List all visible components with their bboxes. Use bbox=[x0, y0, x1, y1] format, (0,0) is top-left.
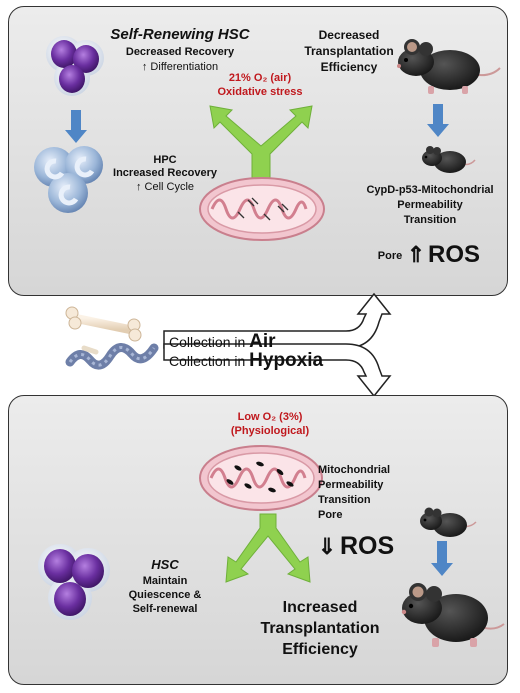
hsc-differentiation: ↑ Differentiation bbox=[141, 61, 219, 73]
low-oxygen-label: Low O₂ (3%) bbox=[237, 411, 303, 423]
mouse-decrease-arrow bbox=[427, 104, 449, 137]
transition-label: Transition bbox=[403, 214, 457, 226]
efficiency-label: Efficiency bbox=[320, 60, 378, 74]
mouse-increase-arrow bbox=[431, 541, 453, 576]
small-mouse-icon bbox=[422, 146, 476, 173]
air-oxygen-label: 21% O₂ (air) bbox=[228, 72, 292, 84]
hpc-cell-cycle: ↑ Cell Cycle bbox=[135, 181, 195, 193]
increased-label: Increased bbox=[282, 599, 358, 616]
hpc-cell-icon bbox=[34, 146, 103, 213]
transition-label: Transition bbox=[318, 494, 371, 506]
ros-down-arrow: ⇓ bbox=[317, 534, 337, 559]
collection-hypoxia-label: Collection in Hypoxia bbox=[169, 350, 324, 371]
transplantation-label: Transplantation bbox=[304, 44, 394, 58]
hsc-title: Self-Renewing HSC bbox=[110, 26, 250, 43]
physiological-label: (Physiological) bbox=[230, 425, 310, 437]
hsc-to-hpc-arrow bbox=[65, 110, 87, 143]
small-mouse-icon bbox=[420, 507, 477, 537]
permeability-label: Permeability bbox=[318, 479, 384, 491]
oxidative-stress-label: Oxidative stress bbox=[217, 86, 303, 98]
green-split-arrow bbox=[209, 105, 313, 181]
mouse-icon bbox=[401, 583, 505, 647]
quiescence-label: Quiescence & bbox=[128, 589, 202, 601]
hsc-decreased-recovery: Decreased Recovery bbox=[125, 46, 235, 58]
pore-label: Pore bbox=[318, 509, 343, 521]
mitochondrion-icon bbox=[199, 177, 325, 241]
decreased-label: Decreased bbox=[318, 28, 380, 42]
hpc-increased-recovery: Increased Recovery bbox=[113, 167, 217, 179]
permeability-label: Permeability bbox=[397, 199, 463, 211]
hsc-cell-icon bbox=[46, 36, 104, 96]
collection-arrows bbox=[163, 292, 392, 398]
hpc-title: HPC bbox=[153, 154, 177, 166]
efficiency-label: Efficiency bbox=[282, 641, 358, 658]
hsc-title: HSC bbox=[151, 557, 179, 572]
mito-label: Mitochondrial bbox=[318, 464, 391, 476]
mouse-icon bbox=[397, 39, 501, 94]
pore-label: Pore bbox=[377, 250, 403, 262]
bone-icon bbox=[65, 306, 159, 370]
ros-decrease-label: ROS bbox=[340, 532, 395, 560]
mitochondrion-icon bbox=[199, 445, 323, 511]
ros-up-arrow: ⇑ bbox=[406, 242, 426, 267]
cypd-label: CypD-p53-Mitochondrial bbox=[366, 184, 494, 196]
hsc-cell-icon bbox=[38, 544, 110, 620]
transplantation-label: Transplantation bbox=[260, 620, 380, 637]
maintain-label: Maintain bbox=[142, 575, 188, 587]
self-renewal-label: Self-renewal bbox=[132, 603, 198, 615]
collection-air-label: Collection in Air bbox=[169, 331, 276, 352]
green-split-arrow bbox=[225, 513, 311, 583]
ros-increase-label: ROS bbox=[428, 241, 481, 268]
